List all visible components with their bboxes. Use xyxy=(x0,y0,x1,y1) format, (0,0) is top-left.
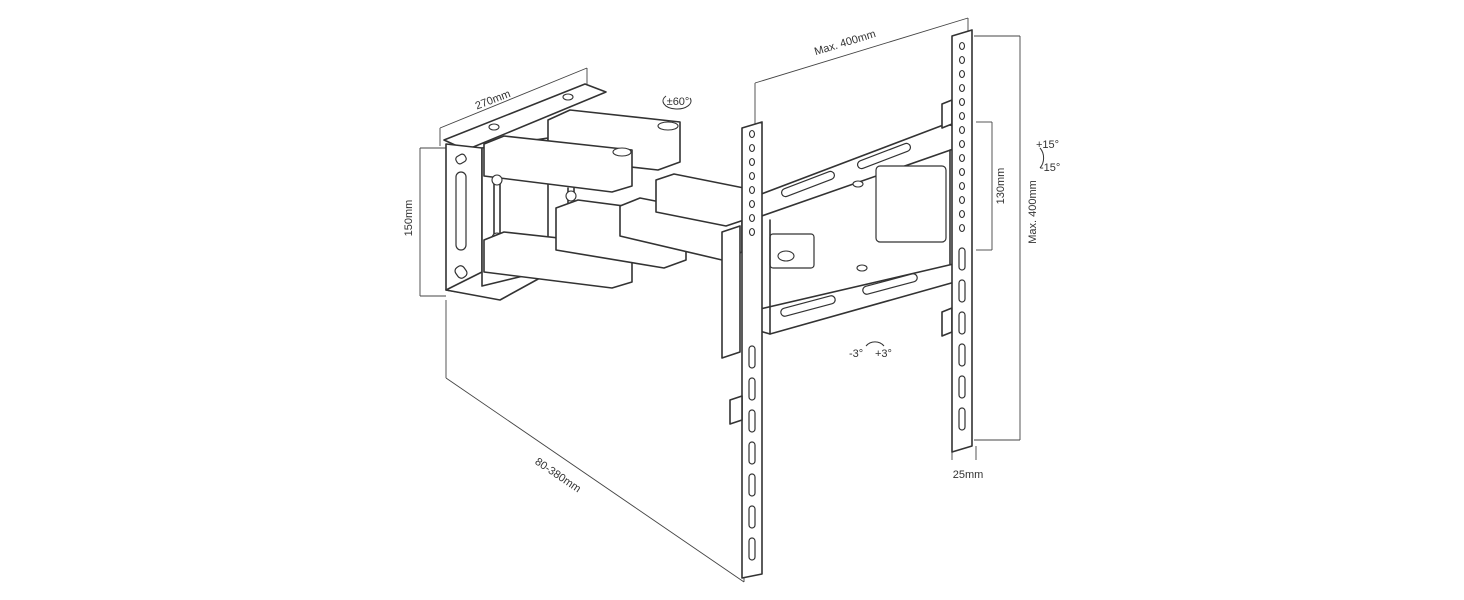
label-swivel: ±60° xyxy=(667,96,690,108)
label-vesa-horizontal: Max. 400mm xyxy=(813,28,877,58)
label-wall-plate-height: 150mm xyxy=(403,200,415,237)
dimension-lines xyxy=(419,17,1021,583)
motion-arrows xyxy=(662,95,1045,347)
plate-slot xyxy=(455,171,467,251)
label-arm-extension: 80-380mm xyxy=(533,456,583,495)
flange-hole xyxy=(488,123,500,131)
label-rotate-right: +3° xyxy=(875,348,892,360)
label-rotate-left: -3° xyxy=(849,348,863,360)
label-tilt-down: -15° xyxy=(1040,162,1060,174)
center-cutout xyxy=(875,165,947,243)
right-rail-holes xyxy=(958,41,966,431)
flange-hole xyxy=(562,93,574,101)
label-wall-plate-width: 270mm xyxy=(474,88,513,112)
articulating-arm xyxy=(483,109,745,289)
left-vertical-rail xyxy=(721,121,763,579)
label-tilt-up: +15° xyxy=(1036,139,1059,151)
label-vesa-vertical: Max. 400mm xyxy=(1027,180,1039,244)
swivel-arrow-icon xyxy=(662,95,692,110)
label-rail-depth: 25mm xyxy=(953,469,984,481)
motion-labels: ±60° +15° -15° -3° +3° xyxy=(667,96,1061,360)
tilt-arrow-icon xyxy=(1039,147,1045,169)
right-vertical-rail xyxy=(941,29,973,453)
rotate-arrow-icon xyxy=(865,341,885,347)
label-rail-slot-height: 130mm xyxy=(995,168,1007,205)
left-rail-holes xyxy=(748,129,756,561)
tv-bracket-frame xyxy=(755,123,963,335)
